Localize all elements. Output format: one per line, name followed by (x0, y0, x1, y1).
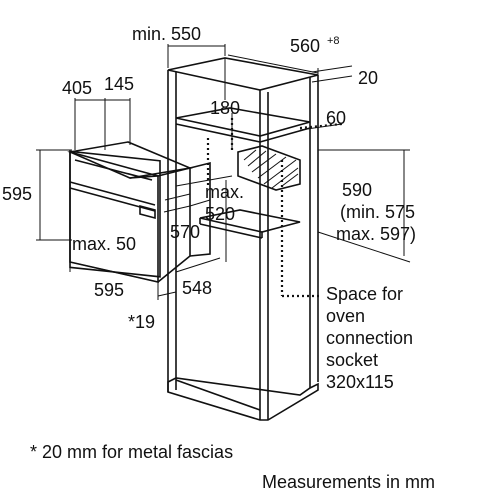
label-panel-offset: max. 50 (72, 234, 136, 254)
socket-note-line4: socket (326, 350, 378, 370)
label-top-depth-sup: +8 (327, 35, 340, 47)
label-inner-width: 548 (182, 278, 212, 298)
label-shelf-depth: 180 (210, 98, 240, 118)
label-top-depth: 560 (290, 36, 320, 56)
oven (67, 141, 211, 284)
label-niche-height-3: max. 597) (336, 224, 416, 244)
cabinet-shelf-upper (175, 107, 311, 137)
socket-note-line5: 320x115 (326, 372, 394, 392)
oven-handle (69, 181, 156, 206)
label-niche-height-1: 590 (342, 180, 372, 200)
vent-cutout (237, 145, 301, 191)
label-inner-depth: 570 (170, 222, 200, 242)
label-max-depth-1: max. (205, 182, 244, 202)
footnote-fascia: * 20 mm for metal fascias (30, 442, 233, 462)
socket-note-line3: connection (326, 328, 413, 348)
label-top-width: min. 550 (132, 24, 201, 44)
label-top-gap: 20 (358, 68, 378, 88)
label-oven-width: 595 (94, 280, 124, 300)
label-oven-depth-2: 145 (104, 74, 134, 94)
label-shelf-gap: 60 (326, 108, 346, 128)
label-max-depth-2: 520 (205, 204, 235, 224)
oven-knob (139, 204, 156, 220)
cabinet-shelf-lower (199, 209, 301, 233)
units-note: Measurements in mm (262, 472, 435, 492)
socket-note-line2: oven (326, 306, 365, 326)
dimension-lines (36, 44, 411, 300)
label-oven-height: 595 (2, 184, 32, 204)
socket-note-line1: Space for (326, 284, 403, 304)
cabinet-base (167, 377, 319, 421)
cabinet-top (167, 57, 319, 91)
label-oven-depth-1: 405 (62, 78, 92, 98)
label-niche-height-2: (min. 575 (340, 202, 415, 222)
label-fascia-mark: *19 (128, 312, 155, 332)
